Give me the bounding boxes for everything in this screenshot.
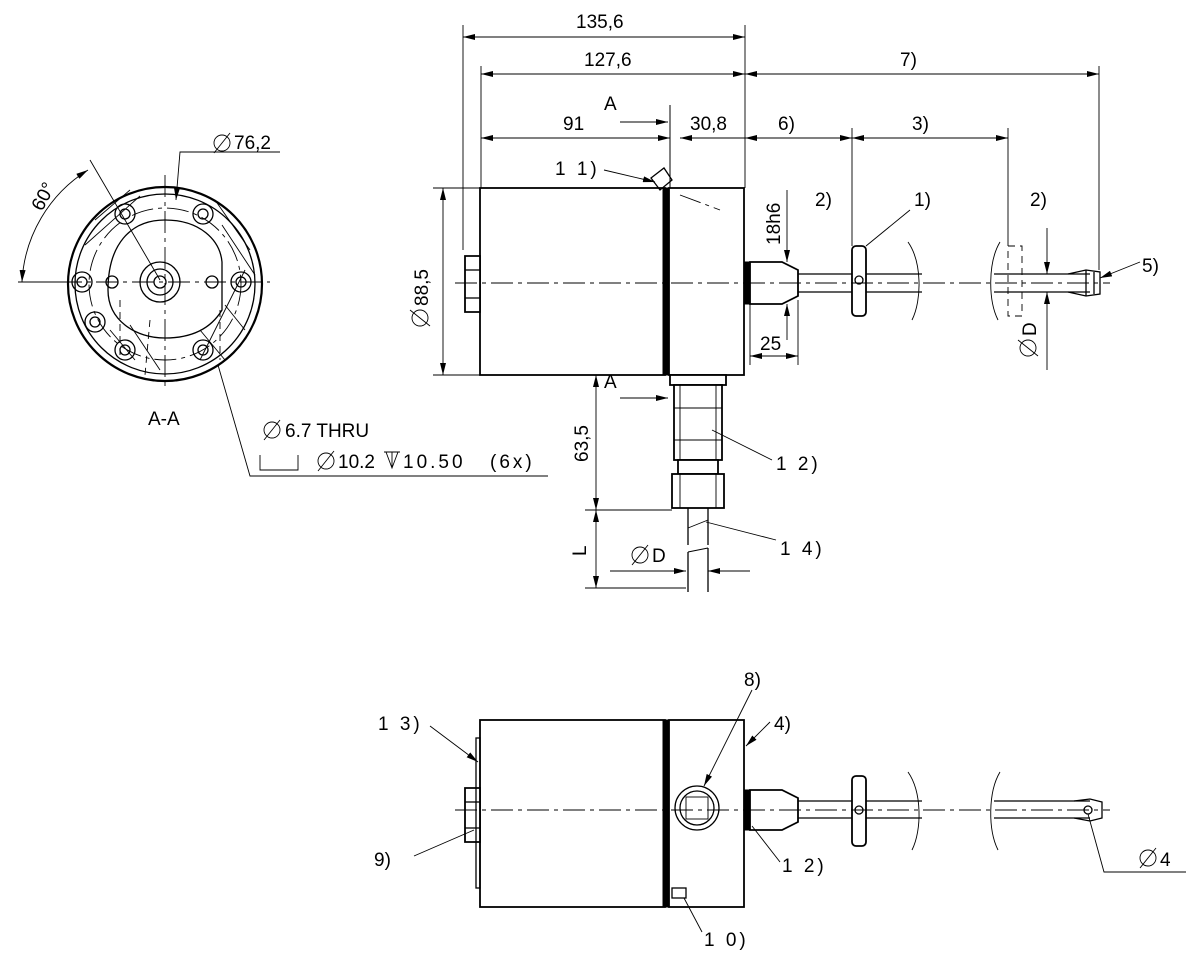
hole-thru-spec: 6.7 THRU (285, 421, 369, 442)
dim-flange: 30,8 (690, 114, 727, 135)
rod-clamp-hidden (1007, 245, 1023, 317)
connector-height-value: 63,5 (572, 425, 593, 462)
section-markers: A A (604, 94, 671, 401)
shaft-length-value: 25 (760, 334, 781, 355)
top-dimensions: 135,6 127,6 7) 91 30,8 6) 3) (462, 12, 1100, 270)
dia-body-value: 88,5 (412, 269, 433, 306)
section-title: A-A (148, 409, 180, 430)
section-mark-bottom: A (604, 372, 617, 393)
bottom-view: 1 3) 8) 4) 9) 1 2) 1 0) 4 (374, 670, 1186, 951)
angle-label: 60° (28, 179, 60, 214)
bottom-set-screw (671, 887, 687, 899)
callout-11: 1 1) (555, 159, 600, 180)
dim-note6: 6) (778, 114, 795, 135)
flange-ring (662, 187, 670, 376)
length-value: L (570, 545, 591, 556)
callout-1: 1) (914, 190, 931, 211)
counterbore-depth: 10.50 (403, 452, 466, 473)
break-line-1 (907, 241, 920, 321)
callout-5: 5) (1142, 256, 1159, 277)
callout-8: 8) (744, 670, 761, 691)
bottom-rear-nut (464, 787, 481, 843)
depth-icon (384, 451, 400, 470)
callout-14: 1 4) (780, 539, 825, 560)
section-view-a-a: 60° 76,2 A-A 6.7 THRU 10.2 10.50 (6x) (18, 132, 548, 477)
section-hatching (84, 189, 256, 371)
front-callouts: 1 1) 1 2) 1 4) 1) 2) 2) 5) (555, 159, 1159, 560)
dia-body-dim: 88,5 (409, 187, 480, 376)
bolt-circle-dim: 76,2 (213, 132, 271, 154)
bolt-circle-leader (174, 151, 280, 201)
dim-body: 127,6 (584, 50, 632, 71)
front-flange (668, 187, 745, 376)
dim-overall: 135,6 (576, 12, 624, 33)
rod-dia-dim: D (1017, 228, 1050, 370)
hole-count: (6x) (490, 452, 535, 473)
rod-tip (1067, 269, 1101, 297)
dim-front: 91 (563, 114, 584, 135)
inspection-window (674, 785, 720, 831)
hole-dia-leader (1087, 813, 1186, 873)
front-view: 135,6 127,6 7) 91 30,8 6) 3) A A (409, 12, 1159, 592)
cable-dia-dim: D (610, 544, 750, 574)
counterbore-icon (259, 455, 299, 471)
callout-9: 9) (374, 850, 391, 871)
counterbore-dia: 10.2 (338, 452, 375, 473)
dim-note3: 3) (912, 114, 929, 135)
callout-2a: 2) (815, 190, 832, 211)
rear-nut (464, 255, 481, 313)
shaft-length-dim: 25 (749, 300, 799, 365)
angle-dimension (19, 169, 89, 283)
bottom-connector (669, 374, 727, 592)
shaft-dia-value: 18h6 (764, 203, 785, 245)
shaft-dim: 18h6 (764, 190, 790, 340)
callout-12-bottom: 1 2) (782, 856, 827, 877)
connector-stub (84, 311, 106, 333)
bottom-rod-clamp (851, 775, 867, 847)
callout-2b: 2) (1030, 190, 1047, 211)
cable-dia-value: D (652, 546, 666, 567)
length-dim: L (570, 510, 686, 589)
encoder-body (479, 187, 666, 376)
callout-10: 1 0) (704, 930, 749, 951)
bolt-circle-value: 76,2 (234, 133, 271, 154)
bottom-callouts: 1 3) 8) 4) 9) 1 2) 1 0) 4 (374, 670, 1186, 951)
dim-note7: 7) (900, 50, 917, 71)
connector-height-dim: 63,5 (572, 375, 672, 511)
inner-boss (107, 219, 223, 339)
callout-13: 1 3) (378, 714, 423, 735)
rod-dia-value: D (1020, 322, 1041, 336)
section-mark-top: A (604, 94, 617, 115)
break-line-2 (990, 241, 1001, 321)
hole-dia-value: 4 (1160, 850, 1171, 871)
callout-4: 4) (774, 714, 791, 735)
callout-12: 1 2) (776, 454, 821, 475)
rod-clamp (851, 245, 867, 317)
hole-spec-leader (217, 364, 548, 477)
hole-spec: 6.7 THRU 10.2 10.50 (6x) (259, 419, 535, 473)
bottom-encoder-body (479, 719, 666, 908)
set-screw (650, 167, 673, 191)
